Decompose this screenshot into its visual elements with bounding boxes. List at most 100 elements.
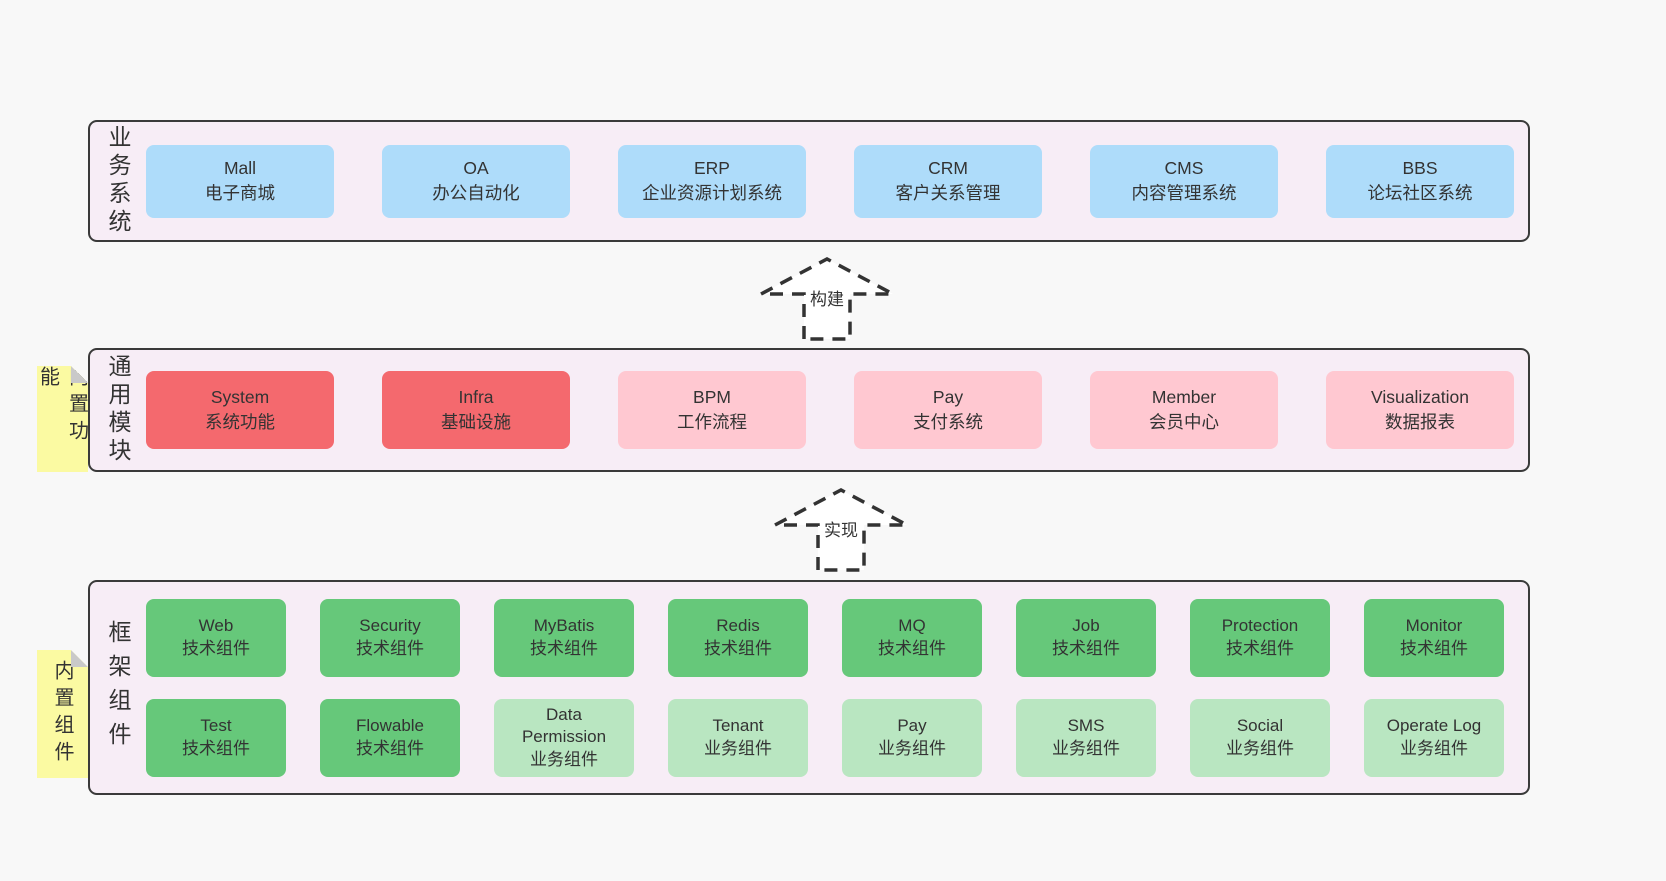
components-row-2: Test 技术组件 Flowable 技术组件 Data Permission … bbox=[146, 698, 1514, 777]
box-crm-name: CRM bbox=[928, 158, 968, 179]
box-pay-module-desc: 支付系统 bbox=[913, 412, 983, 432]
box-visualization-desc: 数据报表 bbox=[1385, 412, 1455, 432]
box-mall: Mall 电子商城 bbox=[146, 144, 334, 218]
box-tenant-name: Tenant bbox=[712, 716, 764, 736]
box-bpm-name: BPM bbox=[693, 387, 731, 408]
box-member-desc: 会员中心 bbox=[1149, 412, 1219, 432]
box-security-name: Security bbox=[359, 616, 421, 636]
box-mq: MQ 技术组件 bbox=[842, 598, 982, 677]
box-redis-name: Redis bbox=[716, 616, 760, 636]
box-security-desc: 技术组件 bbox=[356, 638, 424, 658]
box-system-name: System bbox=[210, 387, 270, 408]
note-built-in-functions-label: 内置功能 bbox=[36, 366, 88, 447]
box-pay-component-desc: 业务组件 bbox=[878, 738, 946, 758]
box-monitor: Monitor 技术组件 bbox=[1364, 598, 1504, 677]
box-infra-desc: 基础设施 bbox=[441, 412, 511, 432]
box-monitor-name: Monitor bbox=[1405, 616, 1463, 636]
build-arrow-label: 构建 bbox=[807, 284, 847, 311]
box-data-permission: Data Permission 业务组件 bbox=[494, 698, 634, 777]
box-pay-module: Pay 支付系统 bbox=[854, 371, 1042, 449]
box-mall-desc: 电子商城 bbox=[205, 183, 275, 203]
box-oa: OA 办公自动化 bbox=[382, 144, 570, 218]
box-social-name: Social bbox=[1236, 716, 1284, 736]
box-sms-name: SMS bbox=[1067, 716, 1105, 736]
box-tenant-desc: 业务组件 bbox=[704, 738, 772, 758]
fold-corner-icon bbox=[71, 650, 88, 667]
layer-business-label: 业务系统 bbox=[105, 125, 131, 237]
box-test: Test 技术组件 bbox=[146, 698, 286, 777]
box-cms-name: CMS bbox=[1164, 158, 1204, 179]
box-sms: SMS 业务组件 bbox=[1016, 698, 1156, 777]
box-infra-name: Infra bbox=[458, 387, 494, 408]
box-erp: ERP 企业资源计划系统 bbox=[618, 144, 806, 218]
box-job: Job 技术组件 bbox=[1016, 598, 1156, 677]
box-social: Social 业务组件 bbox=[1190, 698, 1330, 777]
box-sms-desc: 业务组件 bbox=[1052, 738, 1120, 758]
box-operate-log-desc: 业务组件 bbox=[1400, 738, 1468, 758]
implement-arrow: 实现 bbox=[771, 487, 911, 573]
box-pay-component: Pay 业务组件 bbox=[842, 698, 982, 777]
box-bbs-desc: 论坛社区系统 bbox=[1367, 183, 1473, 203]
box-mybatis: MyBatis 技术组件 bbox=[494, 598, 634, 677]
note-built-in-functions: 内置功能 bbox=[37, 366, 88, 472]
box-erp-desc: 企业资源计划系统 bbox=[642, 183, 782, 203]
box-cms-desc: 内容管理系统 bbox=[1131, 183, 1237, 203]
box-job-name: Job bbox=[1072, 616, 1100, 636]
box-system: System 系统功能 bbox=[146, 371, 334, 449]
box-crm-desc: 客户关系管理 bbox=[895, 183, 1001, 203]
box-data-permission-desc: 业务组件 bbox=[530, 749, 598, 769]
layer-business-systems: 业务系统 Mall 电子商城 OA 办公自动化 ERP 企业资源计划系统 CRM… bbox=[88, 120, 1530, 242]
box-web-name: Web bbox=[198, 616, 234, 636]
box-system-desc: 系统功能 bbox=[205, 412, 275, 432]
box-redis-desc: 技术组件 bbox=[704, 638, 772, 658]
build-arrow: 构建 bbox=[757, 256, 897, 342]
layer-components-label: 框架组件 bbox=[105, 619, 131, 756]
box-oa-desc: 办公自动化 bbox=[432, 183, 520, 203]
layer-framework-components: 框架组件 Web 技术组件 Security 技术组件 MyBatis 技术组件… bbox=[88, 580, 1530, 795]
box-operate-log-name: Operate Log bbox=[1386, 716, 1482, 736]
box-mq-desc: 技术组件 bbox=[878, 638, 946, 658]
box-security: Security 技术组件 bbox=[320, 598, 460, 677]
components-row-1: Web 技术组件 Security 技术组件 MyBatis 技术组件 Redi… bbox=[146, 598, 1514, 677]
note-built-in-components-label: 内置组件 bbox=[51, 660, 73, 768]
box-cms: CMS 内容管理系统 bbox=[1090, 144, 1278, 218]
box-bpm-desc: 工作流程 bbox=[677, 412, 747, 432]
box-visualization-name: Visualization bbox=[1371, 387, 1469, 408]
layer-modules-label-zone: 通用模块 bbox=[90, 350, 146, 470]
layer-components-grid: Web 技术组件 Security 技术组件 MyBatis 技术组件 Redi… bbox=[146, 582, 1528, 793]
box-pay-component-name: Pay bbox=[897, 716, 927, 736]
box-mybatis-name: MyBatis bbox=[533, 616, 595, 636]
box-pay-module-name: Pay bbox=[932, 387, 964, 408]
box-test-name: Test bbox=[200, 716, 232, 736]
box-social-desc: 业务组件 bbox=[1226, 738, 1294, 758]
box-web-desc: 技术组件 bbox=[182, 638, 250, 658]
implement-arrow-label: 实现 bbox=[821, 515, 861, 542]
box-flowable-name: Flowable bbox=[355, 716, 425, 736]
layer-modules-label: 通用模块 bbox=[105, 354, 131, 466]
box-crm: CRM 客户关系管理 bbox=[854, 144, 1042, 218]
box-flowable: Flowable 技术组件 bbox=[320, 698, 460, 777]
layer-business-label-zone: 业务系统 bbox=[90, 122, 146, 240]
box-data-permission-name: Data Permission bbox=[521, 705, 607, 747]
layer-business-boxes: Mall 电子商城 OA 办公自动化 ERP 企业资源计划系统 CRM 客户关系… bbox=[146, 122, 1528, 240]
box-redis: Redis 技术组件 bbox=[668, 598, 808, 677]
box-monitor-desc: 技术组件 bbox=[1400, 638, 1468, 658]
box-mall-name: Mall bbox=[223, 158, 257, 179]
layer-common-modules: 通用模块 System 系统功能 Infra 基础设施 BPM 工作流程 Pay… bbox=[88, 348, 1530, 472]
box-web: Web 技术组件 bbox=[146, 598, 286, 677]
box-protection-name: Protection bbox=[1221, 616, 1299, 636]
box-job-desc: 技术组件 bbox=[1052, 638, 1120, 658]
box-infra: Infra 基础设施 bbox=[382, 371, 570, 449]
box-operate-log: Operate Log 业务组件 bbox=[1364, 698, 1504, 777]
note-built-in-components: 内置组件 bbox=[37, 650, 88, 778]
box-erp-name: ERP bbox=[694, 158, 730, 179]
box-mq-name: MQ bbox=[898, 616, 926, 636]
box-mybatis-desc: 技术组件 bbox=[530, 638, 598, 658]
box-tenant: Tenant 业务组件 bbox=[668, 698, 808, 777]
box-member: Member 会员中心 bbox=[1090, 371, 1278, 449]
box-test-desc: 技术组件 bbox=[182, 738, 250, 758]
fold-corner-icon bbox=[71, 366, 88, 383]
box-flowable-desc: 技术组件 bbox=[356, 738, 424, 758]
layer-components-label-zone: 框架组件 bbox=[90, 582, 146, 793]
